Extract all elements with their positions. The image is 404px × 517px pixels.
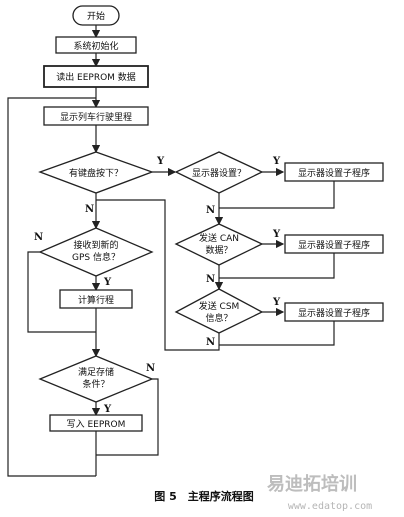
gps-no-label: N xyxy=(34,232,43,243)
display-setting-subroutine-2: 显示器设置子程序 xyxy=(284,234,384,254)
watermark-brand: 易迪拓培训 xyxy=(267,473,357,495)
svg-text:满足存储: 满足存储 xyxy=(78,366,114,378)
key-no-label: N xyxy=(85,204,94,215)
disp-yes-label: Y xyxy=(272,156,281,167)
svg-text:信息？: 信息？ xyxy=(205,312,232,324)
csm-no-label: N xyxy=(206,337,215,348)
store-yes-label: Y xyxy=(103,404,112,415)
display-setting-subroutine-3: 显示器设置子程序 xyxy=(284,302,384,322)
svg-text:系统初始化: 系统初始化 xyxy=(73,40,118,52)
send-can-decision: 发送 CAN 数据？ xyxy=(174,223,264,266)
gps-yes-label: Y xyxy=(103,277,112,288)
figure-caption: 图 5 主程序流程图 xyxy=(154,489,253,503)
key-pressed-decision: 有键盘按下？ xyxy=(38,151,154,194)
display-mileage-box: 显示列车行驶里程 xyxy=(43,106,149,126)
can-no-label: N xyxy=(206,274,215,285)
display-setting-decision: 显示器设置？ xyxy=(174,151,264,194)
write-eeprom-box: 写入 EEPROM xyxy=(49,414,143,432)
csm-yes-label: Y xyxy=(272,297,281,308)
svg-text:显示列车行驶里程: 显示列车行驶里程 xyxy=(60,111,132,123)
branch-labels: Y N N Y N Y Y N Y N Y N xyxy=(34,156,281,415)
init-box: 系统初始化 xyxy=(55,36,137,54)
svg-text:读出 EEPROM 数据: 读出 EEPROM 数据 xyxy=(56,71,136,83)
svg-text:发送 CSM: 发送 CSM xyxy=(199,300,240,312)
svg-text:写入 EEPROM: 写入 EEPROM xyxy=(67,419,126,430)
read-eeprom-box: 读出 EEPROM 数据 xyxy=(43,65,149,88)
svg-text:显示器设置子程序: 显示器设置子程序 xyxy=(298,239,370,251)
svg-text:显示器设置子程序: 显示器设置子程序 xyxy=(298,167,370,179)
connector-lines xyxy=(7,25,335,477)
key-yes-label: Y xyxy=(156,156,165,167)
svg-text:条件？: 条件？ xyxy=(82,378,109,390)
display-setting-subroutine-1: 显示器设置子程序 xyxy=(284,162,384,182)
calc-trip-box: 计算行程 xyxy=(59,289,133,309)
send-csm-decision: 发送 CSM 信息？ xyxy=(174,288,264,334)
storage-condition-decision: 满足存储 条件？ xyxy=(38,355,154,403)
svg-text:发送 CAN: 发送 CAN xyxy=(199,232,239,244)
svg-text:开始: 开始 xyxy=(87,10,105,22)
svg-text:显示器设置？: 显示器设置？ xyxy=(192,168,246,179)
gps-decision: 接收到新的 GPS 信息？ xyxy=(38,227,154,277)
svg-text:接收到新的: 接收到新的 xyxy=(73,239,118,251)
svg-text:有键盘按下？: 有键盘按下？ xyxy=(69,167,123,179)
disp-no-label: N xyxy=(206,205,215,216)
svg-text:GPS 信息？: GPS 信息？ xyxy=(72,251,120,263)
can-yes-label: Y xyxy=(272,229,281,240)
svg-text:显示器设置子程序: 显示器设置子程序 xyxy=(298,307,370,319)
svg-text:计算行程: 计算行程 xyxy=(78,294,114,306)
start-node: 开始 xyxy=(72,5,120,26)
watermark-url: www.edatop.com xyxy=(288,501,372,512)
store-no-label: N xyxy=(146,363,155,374)
svg-text:数据？: 数据？ xyxy=(205,244,232,256)
